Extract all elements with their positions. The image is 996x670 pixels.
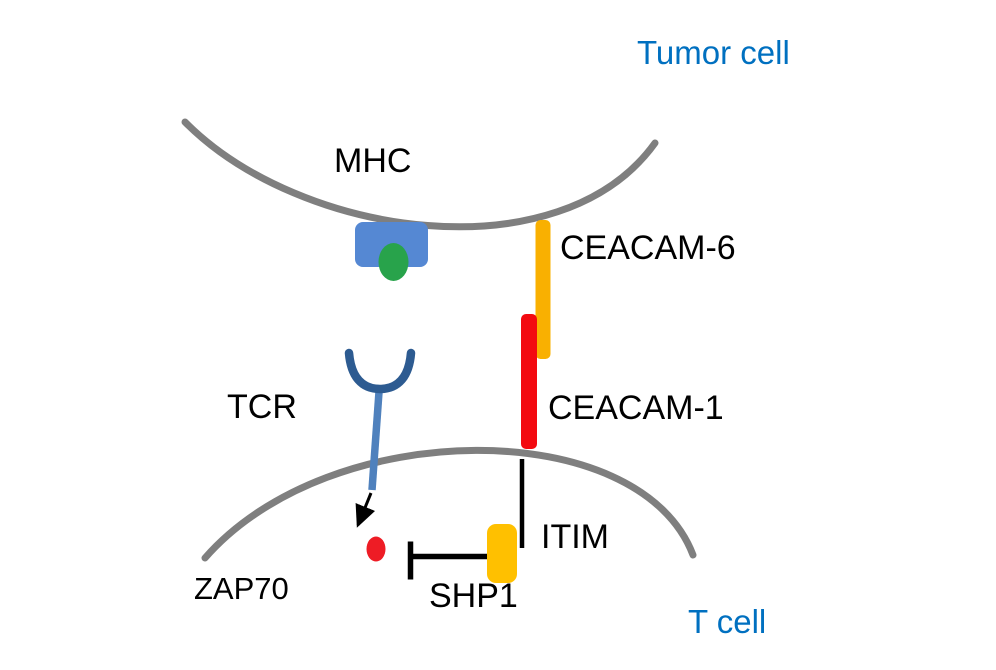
zap70-phospho-oval (366, 536, 386, 562)
tcr-label: TCR (227, 388, 297, 426)
ceacam1-bar (521, 314, 537, 449)
peptide-antigen (378, 243, 409, 281)
ceacam6-label: CEACAM-6 (560, 229, 736, 267)
zap70-label: ZAP70 (194, 571, 289, 606)
tumor-cell-label: Tumor cell (637, 34, 790, 71)
mhc-label: MHC (334, 142, 412, 180)
ceacam1-label: CEACAM-1 (548, 389, 724, 427)
shp1-label: SHP1 (429, 577, 518, 615)
shp1-inhibition-tbar (407, 541, 487, 580)
ceacam6-bar (535, 220, 551, 359)
tcr-stem (368, 384, 384, 491)
t-cell-membrane (201, 446, 697, 562)
itim-label: ITIM (541, 518, 609, 556)
tcr-cup (344, 348, 416, 394)
t-cell-label: T cell (688, 603, 767, 640)
tumor-cell-membrane (181, 118, 659, 231)
shp1-molecule (487, 524, 517, 583)
tcr-signal-arrow (355, 492, 376, 528)
